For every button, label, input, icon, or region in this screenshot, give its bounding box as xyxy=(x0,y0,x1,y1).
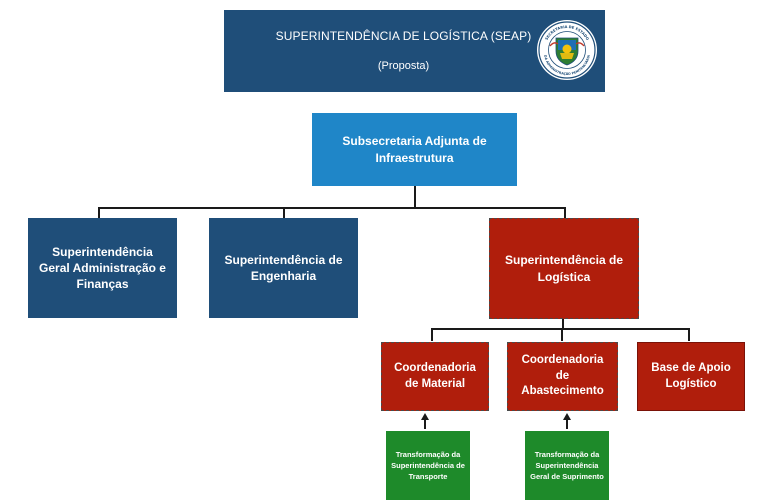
subsecretaria-label: Subsecretaria Adjunta de Infraestrutura xyxy=(342,134,487,165)
connector xyxy=(688,328,690,341)
connector xyxy=(98,207,566,209)
state-seal-icon: SECRETARIA DE ESTADO DA ADMINISTRAÇÃO PE… xyxy=(537,20,597,80)
header-subtitle: (Proposta) xyxy=(377,59,430,72)
header-title: SUPERINTENDÊNCIA DE LOGÍSTICA (SEAP) xyxy=(275,29,532,44)
superintendencia-administracao-box: Superintendência Geral Administração e F… xyxy=(28,218,177,318)
superintendencia-administracao-label: Superintendência Geral Administração e F… xyxy=(39,244,166,292)
coordenadoria-material-box: Coordenadoria de Material xyxy=(381,342,489,411)
base-apoio-logistico-box: Base de Apoio Logístico xyxy=(637,342,745,411)
note-suprimento-label: Transformação da Superintendência Geral … xyxy=(530,449,604,482)
superintendencia-logistica-box: Superintendência de Logística xyxy=(489,218,639,319)
note-transporte-label: Transformação da Superintendência de Tra… xyxy=(391,449,465,482)
coordenadoria-abastecimento-box: Coordenadoria de Abastecimento xyxy=(507,342,618,411)
arrow-shaft xyxy=(566,419,568,429)
note-transporte-box: Transformação da Superintendência de Tra… xyxy=(386,431,470,500)
connector xyxy=(562,319,564,329)
superintendencia-logistica-label: Superintendência de Logística xyxy=(504,253,624,284)
base-apoio-logistico-label: Base de Apoio Logístico xyxy=(651,361,731,390)
connector xyxy=(561,328,563,341)
connector xyxy=(564,207,566,218)
subsecretaria-box: Subsecretaria Adjunta de Infraestrutura xyxy=(312,113,517,186)
coordenadoria-material-label: Coordenadoria de Material xyxy=(394,361,476,390)
superintendencia-engenharia-label: Superintendência de Engenharia xyxy=(224,252,343,283)
arrow-up-icon xyxy=(563,413,571,420)
coordenadoria-abastecimento-label: Coordenadoria de Abastecimento xyxy=(521,354,604,398)
arrow-shaft xyxy=(424,419,426,429)
superintendencia-engenharia-box: Superintendência de Engenharia xyxy=(209,218,358,318)
connector xyxy=(98,207,100,218)
connector xyxy=(431,328,690,330)
connector xyxy=(283,207,285,218)
connector xyxy=(431,328,433,341)
connector xyxy=(414,186,416,208)
arrow-up-icon xyxy=(421,413,429,420)
note-suprimento-box: Transformação da Superintendência Geral … xyxy=(525,431,609,500)
